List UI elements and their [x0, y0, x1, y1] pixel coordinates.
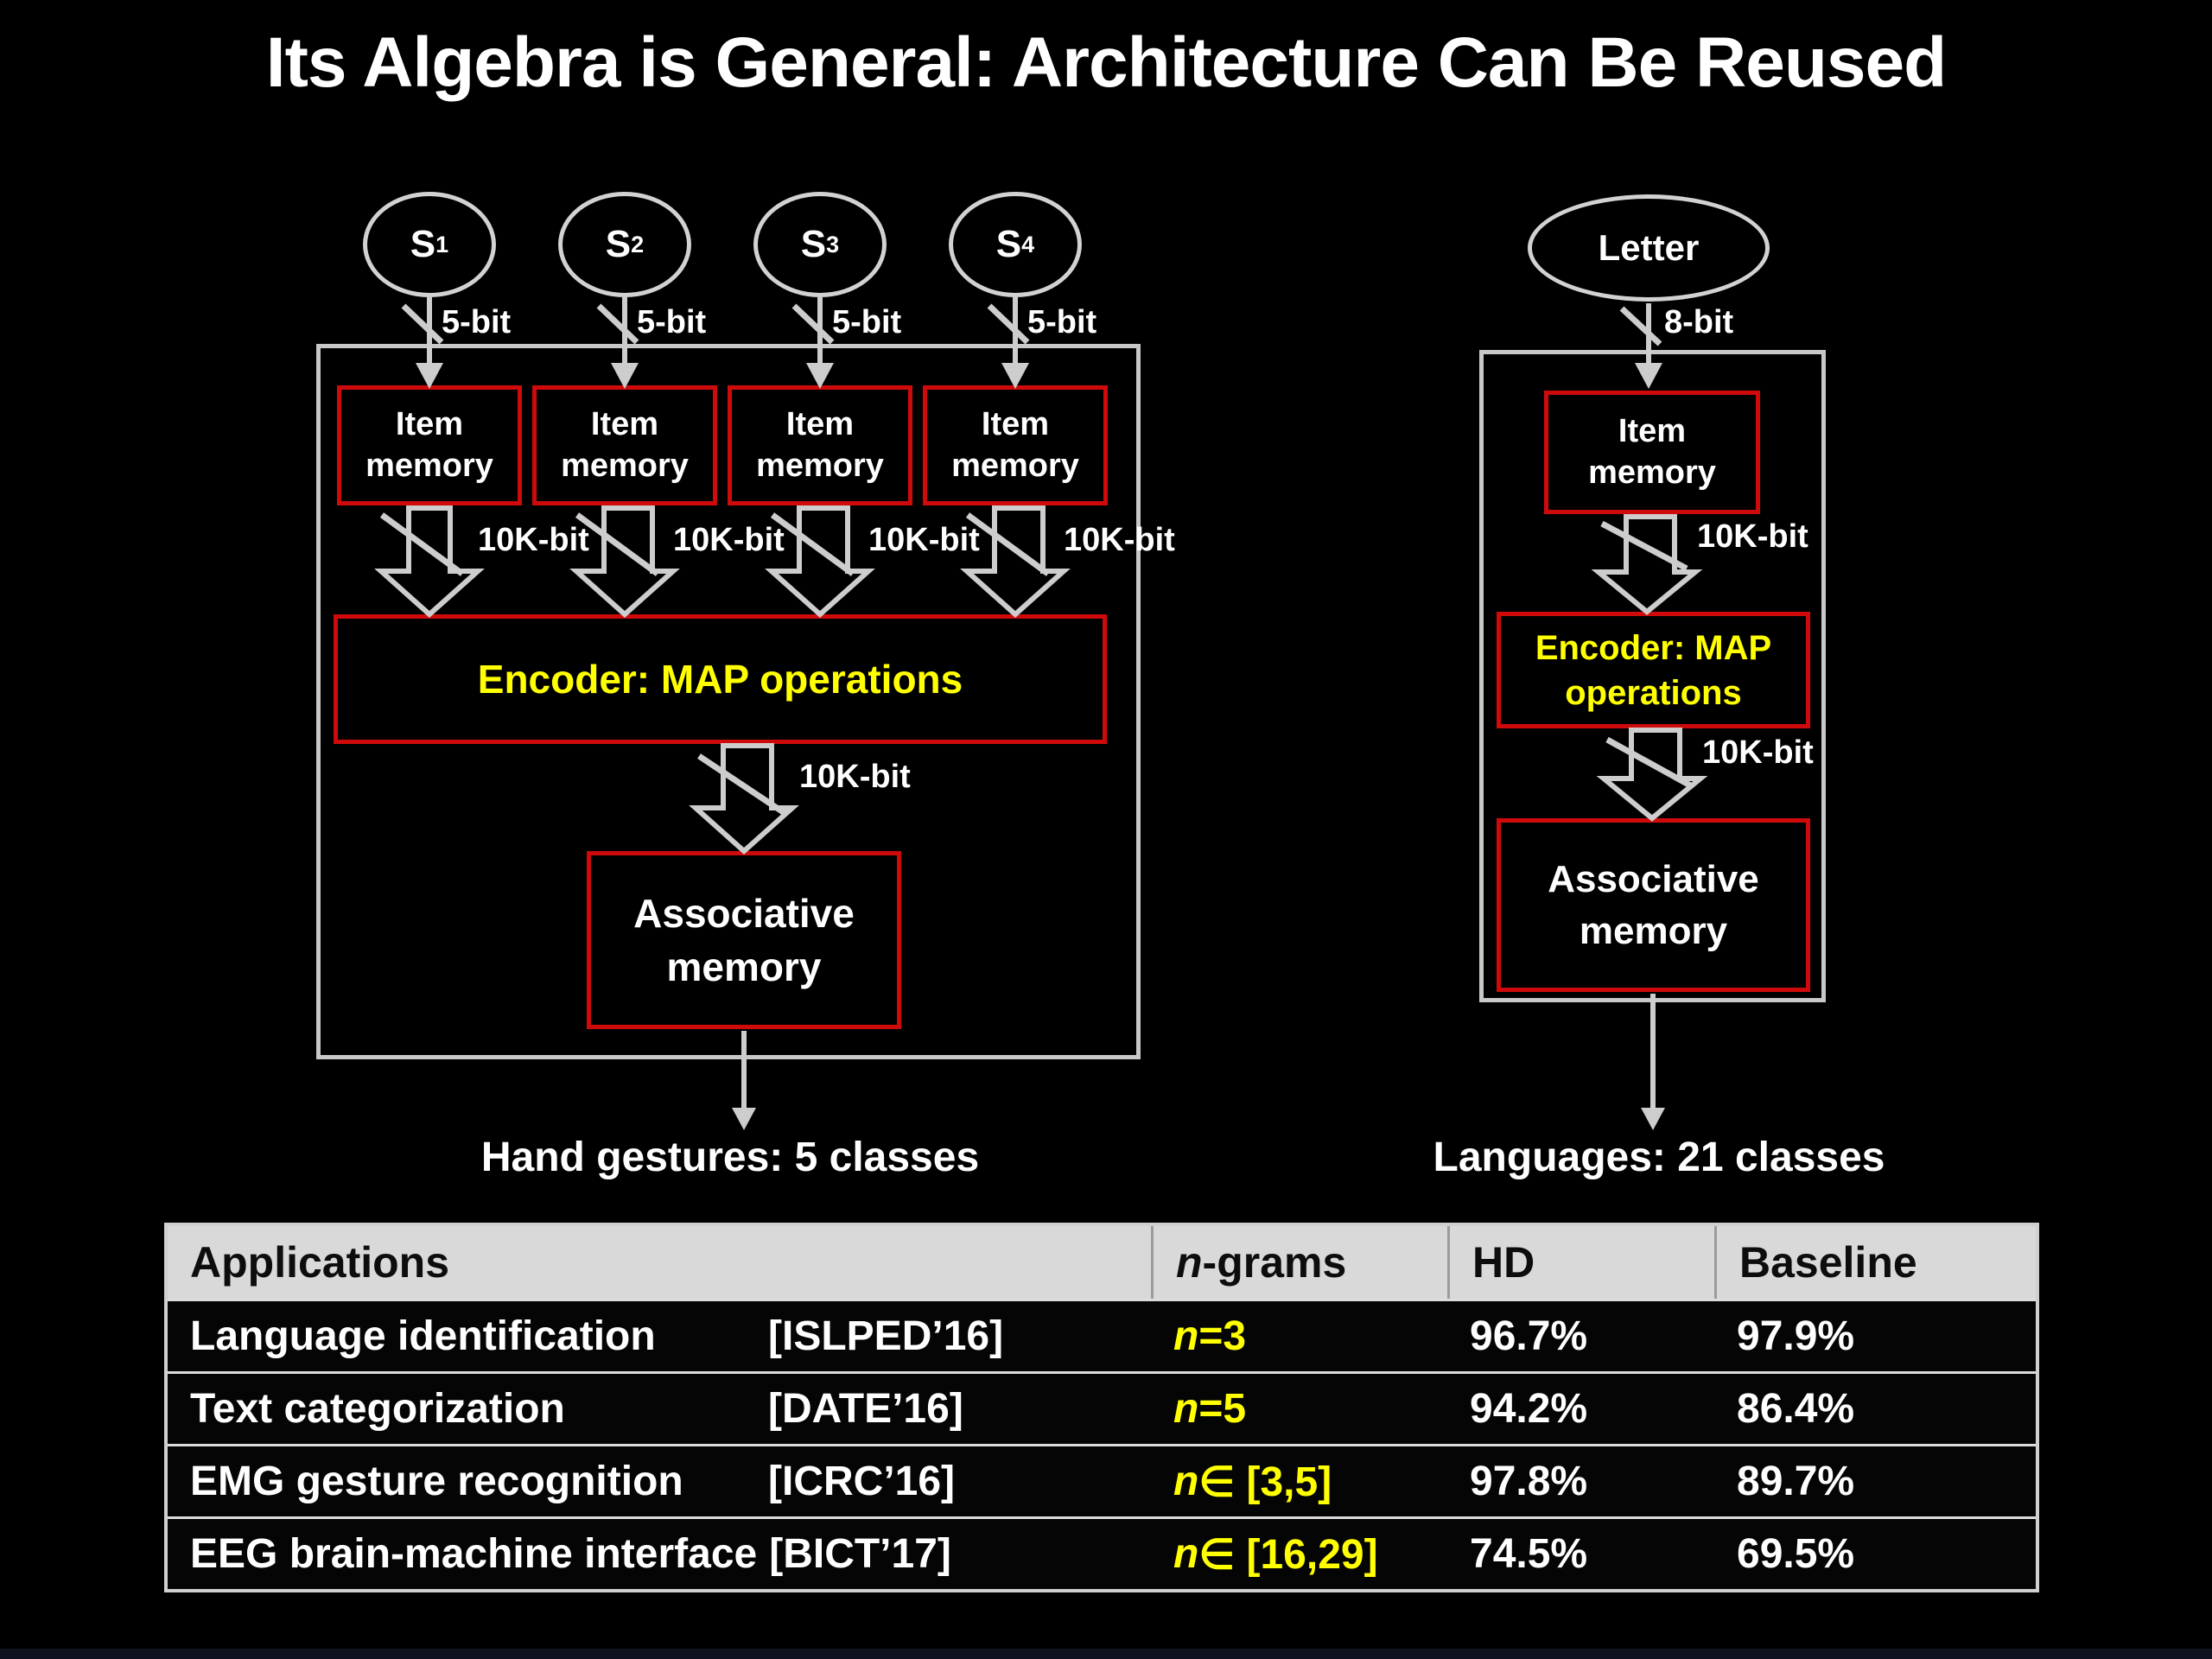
table-header-hd: HD — [1447, 1226, 1714, 1299]
left-architecture-frame — [316, 344, 1141, 1059]
application-reference: [ICRC’16] — [768, 1459, 956, 1504]
ngrams-n: n — [1173, 1531, 1199, 1577]
bus-width-label: 10K-bit — [478, 522, 589, 558]
bus-width-label: 5-bit — [637, 304, 707, 340]
associative-memory-label: memory — [666, 944, 822, 989]
bus-width-label: 5-bit — [442, 304, 512, 340]
table-row-hd: 96.7% — [1447, 1299, 1714, 1371]
item-memory-box: Item memory — [1544, 391, 1760, 514]
table-row-hd: 74.5% — [1447, 1516, 1714, 1589]
bus-width-label: 10K-bit — [1697, 518, 1808, 555]
table-row-hd: 94.2% — [1447, 1371, 1714, 1444]
table-row-application: EMG gesture recognition [ICRC’16] — [168, 1444, 1151, 1516]
item-memory-label: Item — [590, 406, 659, 442]
associative-memory-label: Associative — [633, 890, 855, 936]
application-reference: [BICT’17] — [769, 1531, 951, 1577]
table-header-ngrams-grams: -grams — [1202, 1238, 1347, 1287]
item-memory-label: memory — [1588, 454, 1716, 491]
input-node-s1-label: S — [410, 223, 436, 265]
encoder-label: Encoder: MAP — [1535, 628, 1772, 667]
table-row-hd: 97.8% — [1447, 1444, 1714, 1516]
item-memory-label: Item — [1618, 413, 1687, 449]
table-row-baseline: 86.4% — [1714, 1371, 2036, 1444]
ngrams-n: n — [1173, 1386, 1199, 1432]
bus-width-label: 10K-bit — [673, 522, 785, 558]
table-row-application: Language identification [ISLPED’16] — [168, 1299, 1151, 1371]
encoder-box: Encoder: MAP operations — [334, 614, 1107, 744]
item-memory-box: Item memory — [728, 385, 912, 505]
item-memory-label: memory — [951, 447, 1079, 484]
associative-memory-box: Associative memory — [1497, 818, 1810, 992]
item-memory-label: Item — [395, 406, 464, 442]
right-diagram-caption: Languages: 21 classes — [1433, 1135, 1885, 1180]
table-header-baseline: Baseline — [1714, 1226, 2036, 1299]
input-node-s4-label: S — [995, 223, 1022, 265]
bus-width-label: 10K-bit — [1064, 522, 1175, 558]
input-node-s2-label: S — [605, 223, 632, 265]
application-reference: [DATE’16] — [768, 1386, 963, 1432]
ngrams-value: ∈ [16,29] — [1198, 1531, 1378, 1578]
item-memory-box: Item memory — [337, 385, 522, 505]
table-header-ngrams-n: n — [1176, 1238, 1203, 1287]
ngrams-n: n — [1173, 1313, 1199, 1359]
slide-title: Its Algebra is General: Architecture Can… — [265, 23, 1947, 102]
bus-width-label: 10K-bit — [868, 522, 980, 558]
bus-width-label: 10K-bit — [1702, 734, 1814, 771]
ngrams-n: n — [1173, 1459, 1199, 1504]
item-memory-box: Item memory — [532, 385, 717, 505]
table-header-applications: Applications — [168, 1226, 1151, 1299]
table-row-baseline: 97.9% — [1714, 1299, 2036, 1371]
bus-width-label: 8-bit — [1664, 304, 1734, 340]
slide-bottom-edge — [0, 1649, 2212, 1659]
item-memory-label: Item — [785, 406, 855, 442]
ngrams-value: ∈ [3,5] — [1198, 1459, 1332, 1505]
application-reference: [ISLPED’16] — [768, 1313, 1004, 1359]
table-row-application: Text categorization [DATE’16] — [168, 1371, 1151, 1444]
table-row-ngrams: n=5 — [1151, 1371, 1447, 1444]
associative-memory-label: Associative — [1548, 858, 1759, 901]
bus-width-label: 5-bit — [1027, 304, 1097, 340]
input-node-letter: Letter — [1528, 194, 1770, 302]
bus-width-label: 5-bit — [832, 304, 902, 340]
associative-memory-label: memory — [1579, 909, 1728, 952]
application-name: EMG gesture recognition — [190, 1459, 683, 1504]
item-memory-box: Item memory — [923, 385, 1108, 505]
input-node-s3-label: S — [800, 223, 827, 265]
table-row-ngrams: n∈ [16,29] — [1151, 1516, 1447, 1589]
encoder-label: operations — [1565, 673, 1742, 712]
table-row-application: EEG brain-machine interface [BICT’17] — [168, 1516, 1151, 1589]
application-name: Text categorization — [190, 1386, 565, 1432]
associative-memory-box: Associative memory — [587, 851, 901, 1029]
table-row-ngrams: n∈ [3,5] — [1151, 1444, 1447, 1516]
table-row-baseline: 89.7% — [1714, 1444, 2036, 1516]
item-memory-label: memory — [561, 447, 689, 484]
table-header-ngrams: n-grams — [1151, 1226, 1447, 1299]
application-name: EEG brain-machine interface — [190, 1531, 758, 1577]
item-memory-label: Item — [981, 406, 1050, 442]
encoder-label: Encoder: MAP operations — [477, 657, 963, 702]
ngrams-value: =3 — [1198, 1313, 1247, 1359]
ngrams-value: =5 — [1198, 1386, 1247, 1432]
encoder-box: Encoder: MAP operations — [1497, 612, 1810, 728]
left-diagram-caption: Hand gestures: 5 classes — [480, 1135, 980, 1180]
item-memory-label: memory — [756, 447, 884, 484]
table-row-baseline: 69.5% — [1714, 1516, 2036, 1589]
application-name: Language identification — [190, 1313, 656, 1359]
applications-table: Applications n-grams HD Baseline Languag… — [164, 1223, 2039, 1592]
input-node-letter-label: Letter — [1598, 227, 1700, 268]
bus-width-label: 10K-bit — [799, 759, 911, 795]
table-row-ngrams: n=3 — [1151, 1299, 1447, 1371]
item-memory-label: memory — [365, 447, 493, 484]
